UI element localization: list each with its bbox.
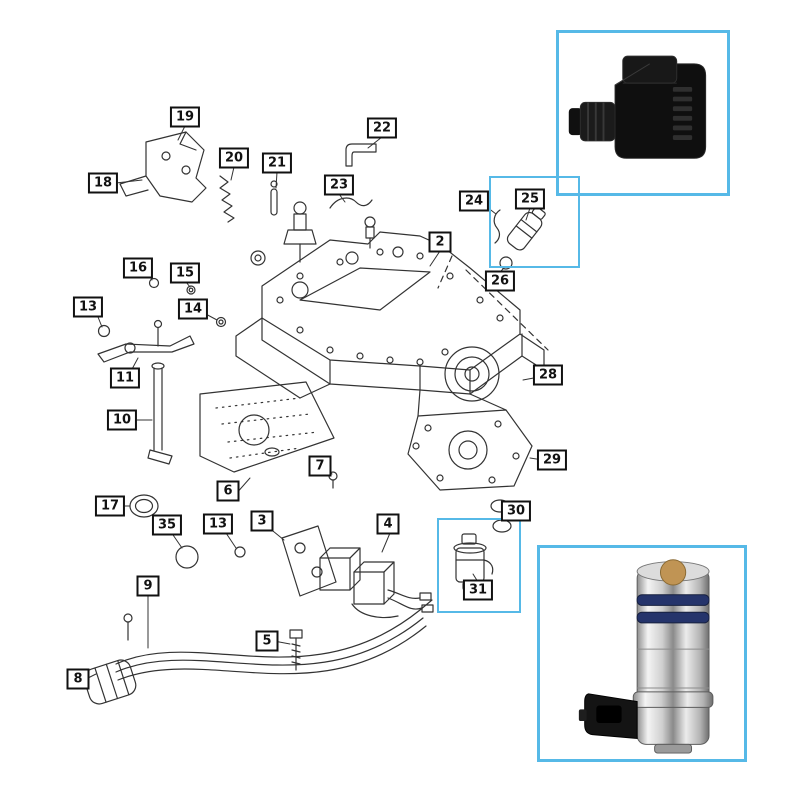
- part-callout-30: 30: [500, 500, 532, 522]
- part-spring-20: [219, 175, 235, 223]
- part-oring-35: [175, 545, 199, 569]
- part-washer-15: [186, 285, 196, 295]
- part-ring-13a: [97, 324, 111, 338]
- part-bolt-5: [289, 629, 303, 671]
- part-callout-18: 18: [87, 172, 119, 194]
- part-callout-13: 13: [72, 296, 104, 318]
- part-wire-22: [345, 143, 377, 167]
- part-callout-16: 16: [122, 257, 154, 279]
- part-callout-8: 8: [66, 668, 90, 690]
- part-callout-5: 5: [255, 630, 279, 652]
- part-callout-21: 21: [261, 152, 293, 174]
- part-callout-20: 20: [218, 147, 250, 169]
- part-callout-2: 2: [428, 231, 452, 253]
- part-accumulator-8: [83, 613, 137, 705]
- part-callout-3: 3: [250, 510, 274, 532]
- part-callout-31: 31: [462, 579, 494, 601]
- part-callout-13: 13: [202, 513, 234, 535]
- solenoid-filter-disc: [659, 559, 687, 586]
- part-bracket-18-19: [119, 131, 207, 203]
- part-gasket-plate: [199, 381, 335, 473]
- sensor-barrel: [568, 101, 616, 142]
- part-oring-26: [499, 256, 513, 270]
- part-wire-23: [329, 197, 373, 209]
- part-callout-23: 23: [323, 174, 355, 196]
- solenoid-body: [632, 559, 714, 754]
- part-callout-28: 28: [532, 364, 564, 386]
- part-washer-14: [215, 316, 227, 328]
- part-callout-25: 25: [514, 188, 546, 210]
- part-rod-10: [147, 362, 173, 465]
- pressure-sensor-illustration: [568, 55, 707, 159]
- part-callout-9: 9: [136, 575, 160, 597]
- part-harness-9: [115, 599, 433, 681]
- part-callout-19: 19: [169, 106, 201, 128]
- solenoid-orings: [636, 594, 710, 624]
- part-callout-26: 26: [484, 270, 516, 292]
- shift-solenoid-photo-inset: [537, 545, 747, 762]
- sensor-vents: [672, 86, 693, 140]
- part-callout-14: 14: [177, 298, 209, 320]
- part-clip-16: [148, 277, 160, 289]
- part-callout-35: 35: [151, 514, 183, 536]
- part-callout-24: 24: [458, 190, 490, 212]
- part-clip-24: [493, 209, 501, 244]
- part-sensor-25: [506, 206, 546, 251]
- shift-solenoid-illustration: [578, 559, 714, 754]
- part-callout-4: 4: [376, 513, 400, 535]
- part-callout-15: 15: [169, 262, 201, 284]
- part-lever-11: [97, 319, 195, 363]
- part-ring-13b: [234, 546, 246, 558]
- part-callout-17: 17: [94, 495, 126, 517]
- part-solenoid-block-4: [319, 547, 434, 619]
- part-pin-21: [270, 180, 278, 216]
- part-callout-6: 6: [216, 480, 240, 502]
- pressure-sensor-photo-inset: [556, 30, 730, 196]
- part-lower-housing-29: [407, 389, 533, 491]
- part-callout-29: 29: [536, 449, 568, 471]
- part-callout-10: 10: [106, 409, 138, 431]
- part-callout-7: 7: [308, 455, 332, 477]
- solenoid-connector: [578, 693, 638, 740]
- part-callout-22: 22: [366, 117, 398, 139]
- dashed-reference-lines: [437, 255, 549, 351]
- part-plate-3: [281, 525, 337, 597]
- part-callout-11: 11: [109, 367, 141, 389]
